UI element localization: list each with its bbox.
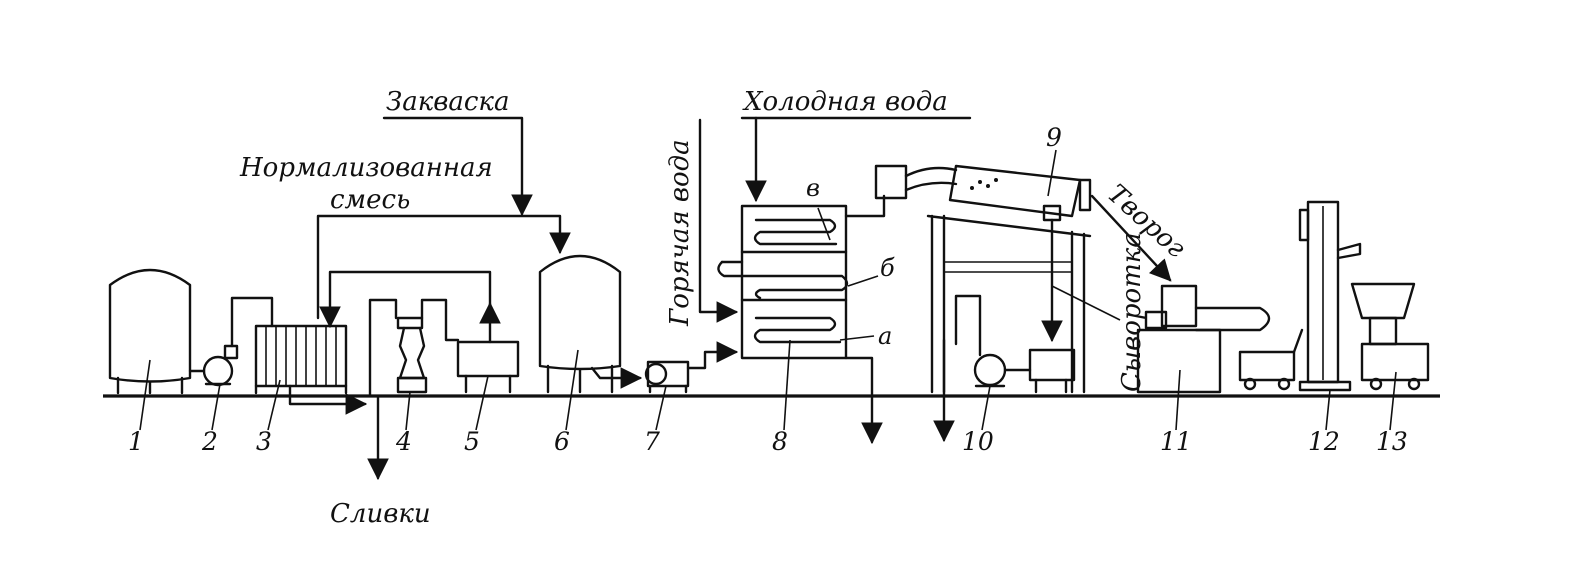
equipment-4-separator [396,316,428,394]
cottage-cheese-arrow [1090,194,1172,282]
label-hot-water: Горячая вода [665,139,695,327]
number-4: 4 [395,427,412,456]
number-leader-lines [139,149,1397,431]
pipe-6-to-7 [590,366,643,389]
pipe-4-return [368,298,398,398]
equipment-12-lift [1298,200,1362,392]
outlet-8 [844,356,883,445]
whey-branch [1051,285,1121,321]
pipe-5-to-3 [319,270,492,329]
equipment-13-packer [1350,282,1430,391]
number-10: 10 [962,427,994,456]
number-5: 5 [464,427,480,456]
equipment-5-unit [456,340,520,394]
number-6: 6 [554,427,570,456]
pipe-7-to-8 [686,341,739,370]
number-1: 1 [128,427,144,456]
number-13: 13 [1376,427,1408,456]
pipe-4-to-5 [420,298,460,342]
number-12: 12 [1308,427,1340,456]
label-starter: Закваска [386,87,509,117]
pipe-2-to-3 [230,296,274,348]
label-cold-water: Холодная вода [742,87,948,117]
number-9: 9 [1046,123,1062,152]
number-2: 2 [201,427,218,456]
equipment-1-tank [108,268,192,395]
hot-water-pipe [698,118,739,323]
equipment-11-cooler [1136,284,1271,394]
number-11: 11 [1160,427,1192,456]
label-normalized-mix-line1: Нормализованная [239,153,493,183]
label-cream: Сливки [330,499,431,529]
label-whey: Сыворотка [1117,232,1147,392]
number-3: 3 [256,427,272,456]
cart [1238,328,1304,391]
number-7: 7 [644,427,660,456]
label-section-v: в [806,174,820,202]
pipe-8-to-9 [844,194,886,218]
number-8: 8 [772,427,788,456]
equipment-10-pump [954,294,1076,394]
drum-frame [926,214,1092,394]
normalized-mix-pipe [316,214,571,320]
equipment-6-tank [538,254,622,394]
equipment-7-pump [644,360,690,394]
equipment-2-pump [188,344,239,387]
starter-pipe [382,116,533,217]
label-section-a: а [878,322,892,350]
equipment-8-coil-exchanger [717,204,849,360]
label-section-b: б [880,254,895,282]
equipment-9-drum [874,164,1092,222]
label-normalized-mix-line2: смесь [330,185,410,215]
pipe-3-to-4 [288,384,368,415]
equipment-3-plate-exchanger [254,324,348,395]
